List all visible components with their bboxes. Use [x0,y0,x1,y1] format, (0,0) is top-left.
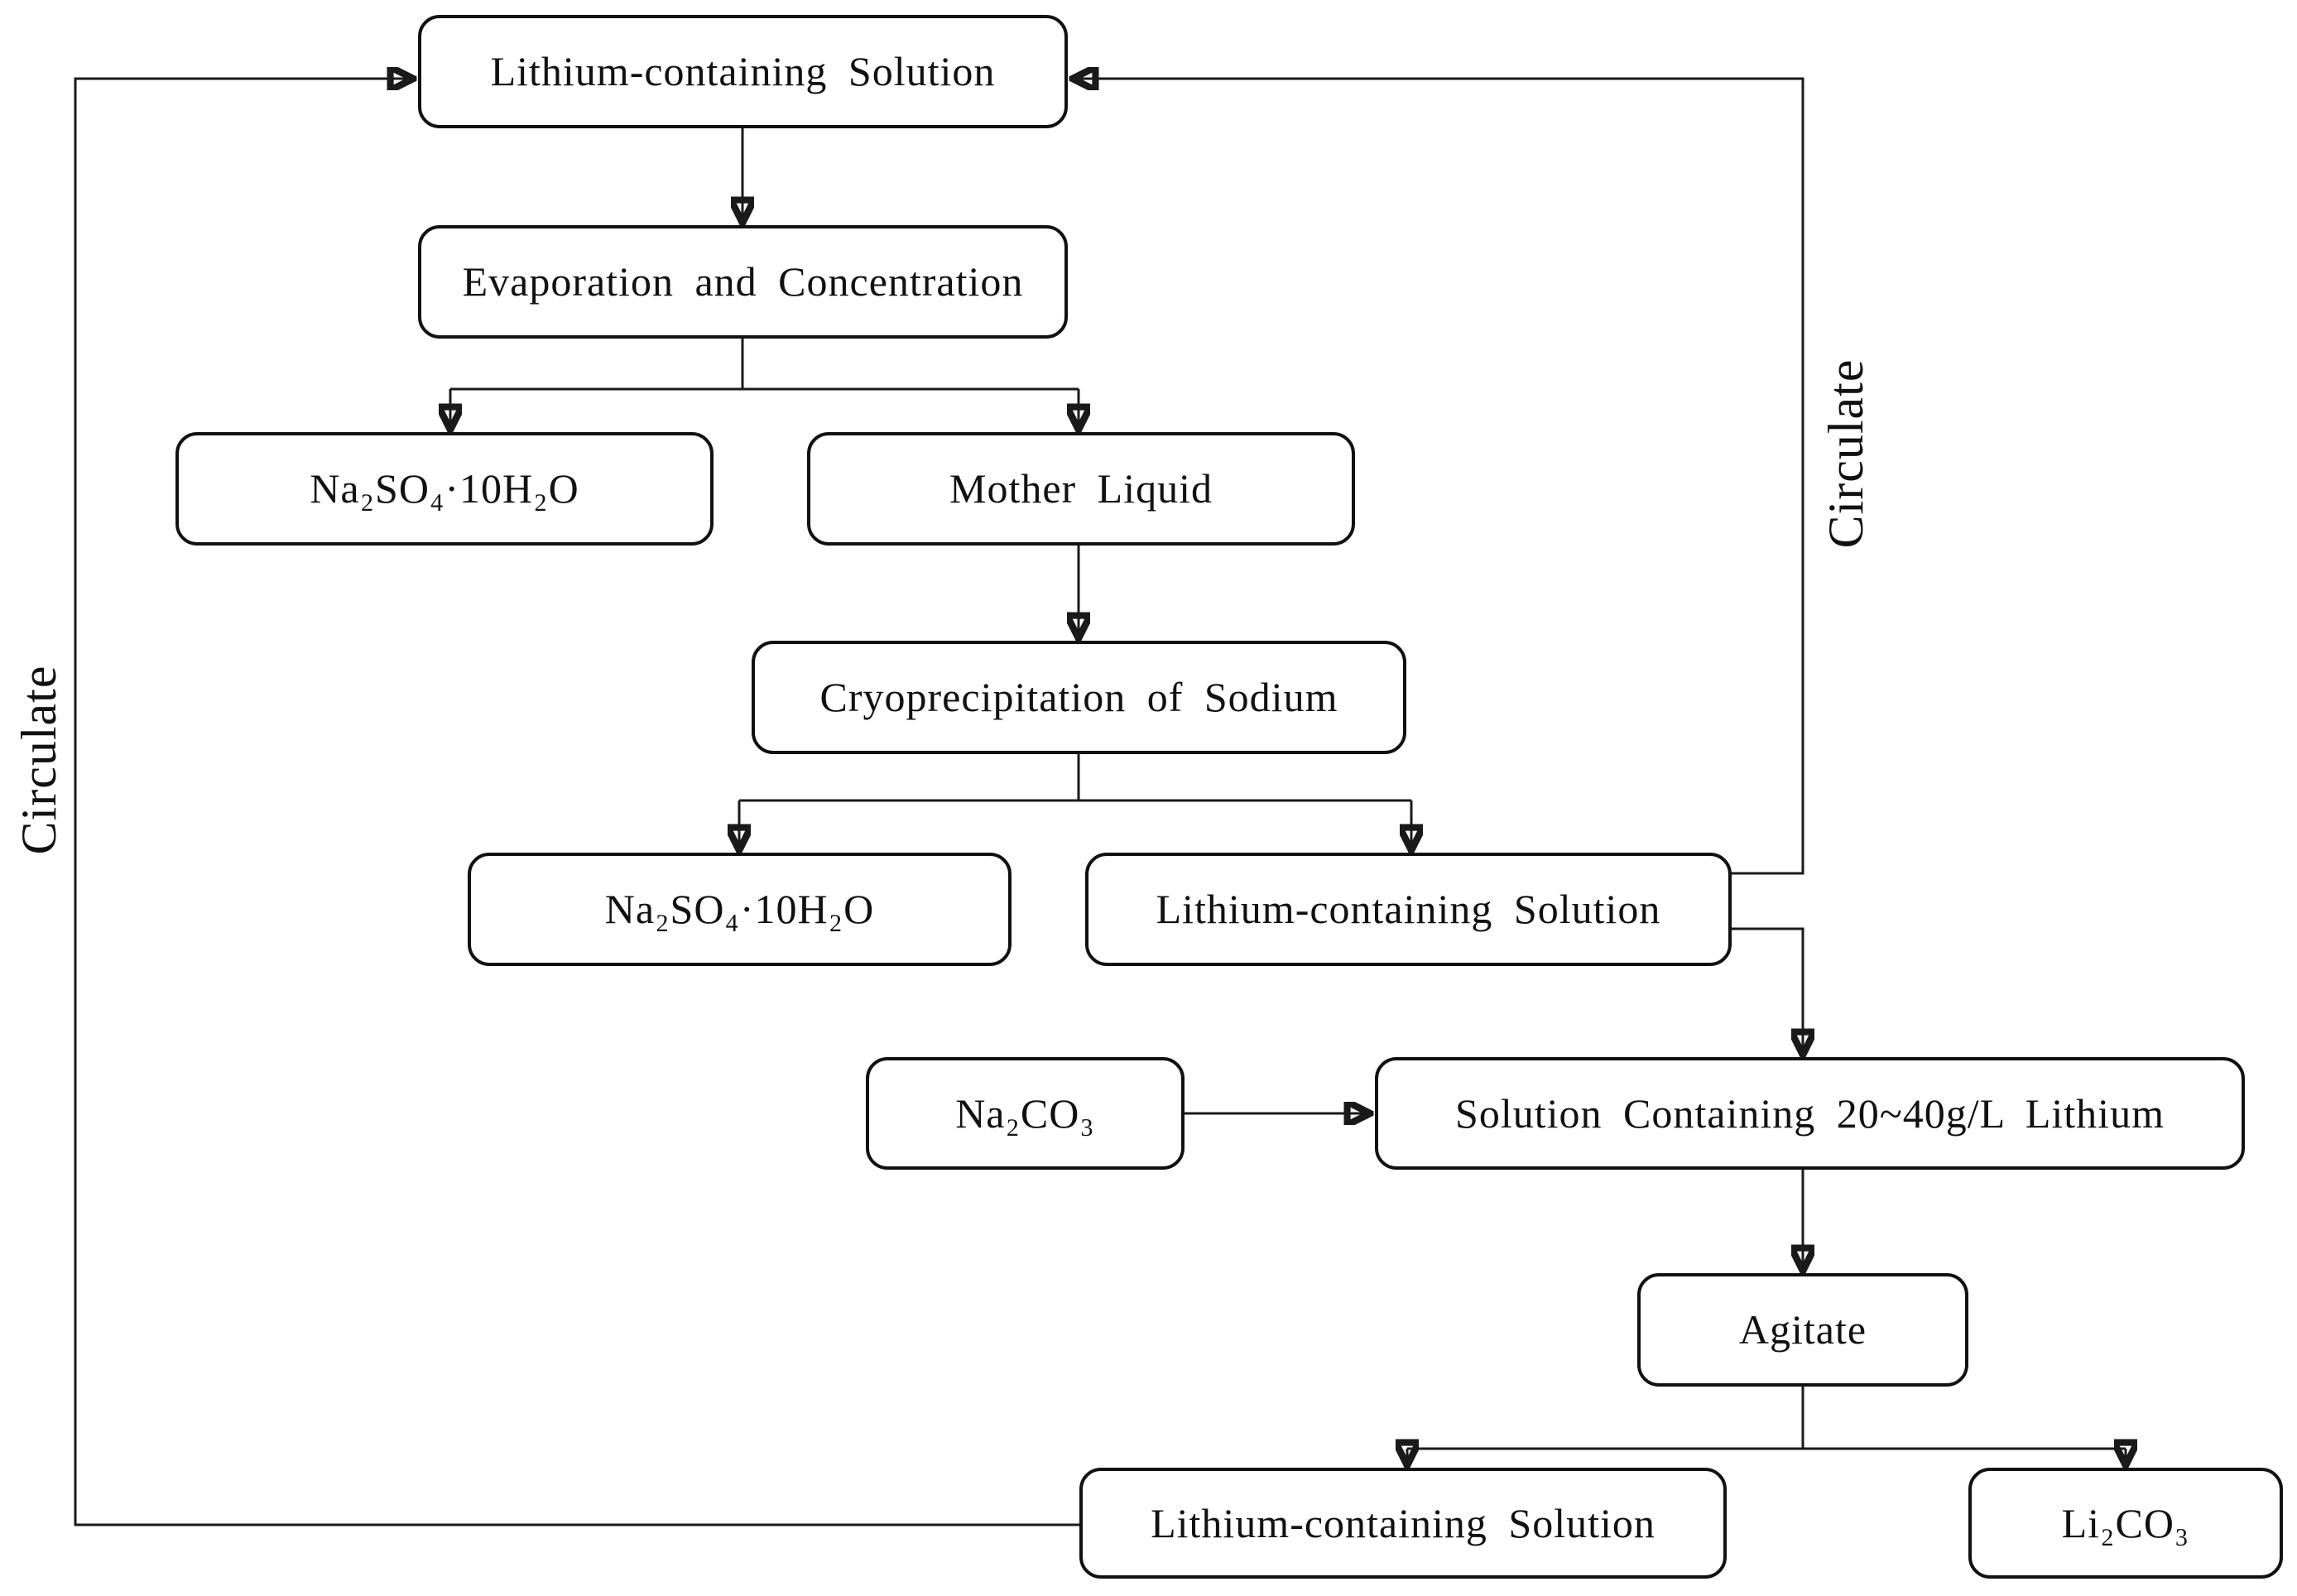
node-label: Cryoprecipitation of Sodium [819,674,1338,720]
node-lithium-containing-solution-bottom: Lithium-containing Solution [1079,1468,1727,1579]
node-label: Agitate [1738,1306,1867,1353]
node-label: Na₂CO₃ [955,1089,1095,1137]
node-label: Mother Liquid [949,465,1213,512]
node-label: Lithium-containing Solution [490,48,996,94]
node-na2co3: Na₂CO₃ [866,1057,1185,1170]
node-evaporation-and-concentration: Evaporation and Concentration [418,225,1068,339]
node-label: Li₂CO₃ [2061,1499,2190,1546]
node-agitate: Agitate [1637,1273,1968,1387]
node-lithium-containing-solution-mid: Lithium-containing Solution [1085,853,1732,966]
node-mother-liquid: Mother Liquid [807,432,1355,546]
node-li2co3: Li₂CO₃ [1968,1468,2283,1579]
node-label: Na₂SO₄·10H₂O [604,886,875,932]
node-lithium-containing-solution-top: Lithium-containing Solution [418,15,1068,128]
node-na2so4-10h2o-mid: Na₂SO₄·10H₂O [468,853,1012,966]
node-label: Solution Containing 20~40g/L Lithium [1455,1089,2165,1137]
node-cryoprecipitation-of-sodium: Cryoprecipitation of Sodium [752,641,1406,754]
node-label: Lithium-containing Solution [1156,886,1661,932]
node-na2so4-10h2o-top: Na₂SO₄·10H₂O [175,432,714,546]
edge-circulate-left [74,79,1079,1526]
circulate-label-left: Circulate [12,665,66,855]
node-label: Lithium-containing Solution [1151,1499,1655,1546]
edge-li-mid-to-solution [1732,927,1803,1054]
node-solution-containing-20-40gl-lithium: Solution Containing 20~40g/L Lithium [1375,1057,2245,1170]
node-label: Na₂SO₄·10H₂O [310,465,579,512]
edge-circulate-right [1074,79,1804,875]
circulate-label-right: Circulate [1819,358,1873,549]
node-label: Evaporation and Concentration [462,258,1024,305]
